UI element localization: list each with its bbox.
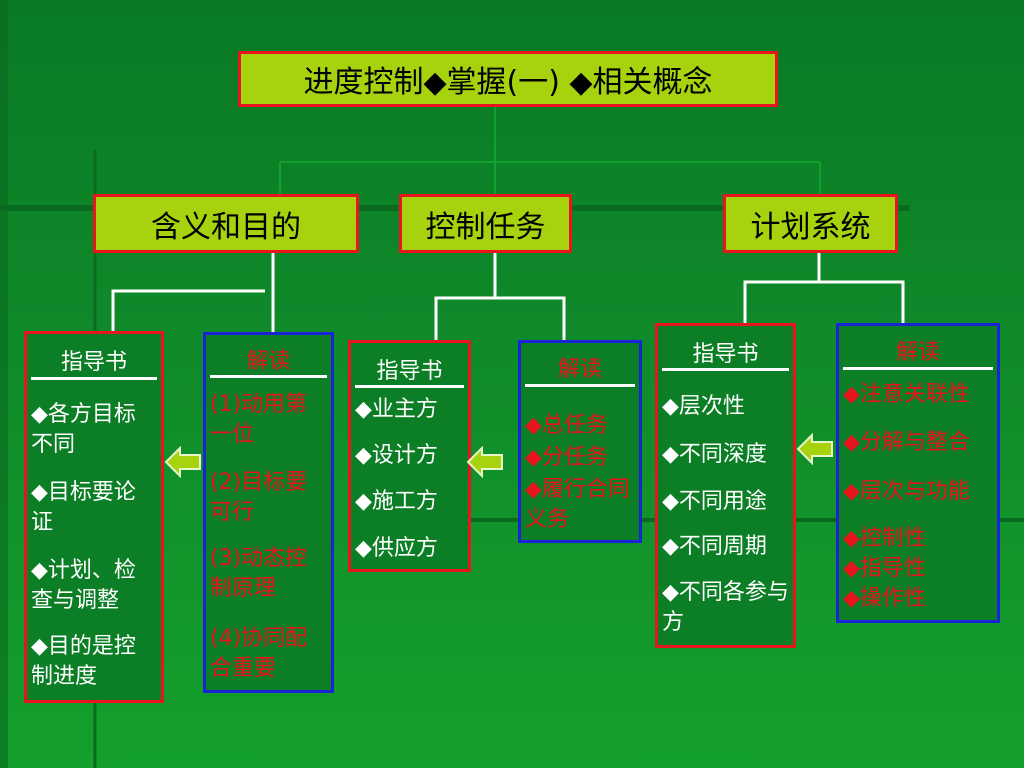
guide-box-plan-system: 指导书 ◆层次性 ◆不同深度 ◆不同用途 ◆不同周期 ◆不同各参与方 — [655, 323, 796, 648]
category-meaning: 含义和目的 — [93, 194, 359, 253]
list-item: (1)动用第一位 — [210, 392, 308, 447]
list-item: ◆不同深度 — [662, 442, 767, 467]
list-item: (3)动态控制原理 — [210, 546, 308, 601]
note-box-control-task: 解读 ◆总任务 ◆分任务 ◆履行合同义务 — [518, 340, 642, 543]
heading-divider — [843, 367, 993, 370]
list-item: ◆不同各参与方 — [662, 580, 789, 635]
list-item: ◆各方目标不同 — [31, 402, 136, 457]
category-plan-system: 计划系统 — [723, 194, 898, 253]
list-item: ◆供应方 — [355, 536, 438, 561]
page-title: 进度控制◆掌握(一) ◆相关概念 — [238, 51, 778, 107]
list-item: (4)协同配合重要 — [210, 626, 308, 681]
guide-box-meaning: 指导书 ◆各方目标不同 ◆目标要论证 ◆计划、检查与调整 ◆目的是控制进度 — [24, 331, 164, 703]
list-item: ◆目标要论证 — [31, 480, 136, 535]
list-item: (2)目标要可行 — [210, 470, 308, 525]
note-box-plan-system: 解读 ◆注意关联性 ◆分解与整合 ◆层次与功能 ◆控制性 ◆指导性 ◆操作性 — [836, 323, 1000, 623]
category-control-task: 控制任务 — [399, 194, 572, 253]
list-item: ◆操作性 — [843, 586, 926, 611]
list-item: ◆施工方 — [355, 489, 438, 514]
box-heading: 指导书 — [60, 350, 127, 375]
heading-divider — [525, 384, 635, 387]
box-heading: 指导书 — [376, 359, 443, 384]
left-arrow-icon — [796, 433, 833, 465]
left-arrow-icon — [466, 446, 503, 478]
list-item: ◆层次与功能 — [843, 479, 970, 504]
list-item: ◆履行合同义务 — [525, 477, 630, 532]
list-item: ◆业主方 — [355, 397, 438, 422]
list-item: ◆不同周期 — [662, 534, 767, 559]
category-label: 控制任务 — [425, 209, 546, 245]
list-item: ◆控制性 — [843, 526, 926, 551]
list-item: ◆设计方 — [355, 443, 438, 468]
list-item: ◆不同用途 — [662, 489, 767, 514]
list-item: ◆分任务 — [525, 445, 608, 470]
list-item: ◆层次性 — [662, 394, 745, 419]
left-arrow-icon — [164, 446, 201, 478]
list-item: ◆目的是控制进度 — [31, 634, 136, 689]
list-item: ◆计划、检查与调整 — [31, 558, 136, 613]
heading-divider — [355, 385, 464, 388]
list-item: ◆指导性 — [843, 556, 926, 581]
heading-divider — [662, 368, 789, 371]
note-box-meaning: 解读 (1)动用第一位 (2)目标要可行 (3)动态控制原理 (4)协同配合重要 — [203, 332, 334, 693]
box-heading: 解读 — [557, 357, 602, 382]
heading-divider — [31, 377, 157, 380]
list-item: ◆分解与整合 — [843, 430, 970, 455]
list-item: ◆注意关联性 — [843, 382, 970, 407]
page-title-text: 进度控制◆掌握(一) ◆相关概念 — [303, 65, 713, 100]
category-label: 计划系统 — [750, 209, 871, 245]
box-heading: 解读 — [895, 340, 940, 365]
guide-box-control-task: 指导书 ◆业主方 ◆设计方 ◆施工方 ◆供应方 — [348, 340, 471, 572]
heading-divider — [210, 375, 327, 378]
box-heading: 指导书 — [692, 342, 759, 367]
list-item: ◆总任务 — [525, 413, 608, 438]
box-heading: 解读 — [246, 349, 291, 374]
category-label: 含义和目的 — [151, 209, 301, 245]
